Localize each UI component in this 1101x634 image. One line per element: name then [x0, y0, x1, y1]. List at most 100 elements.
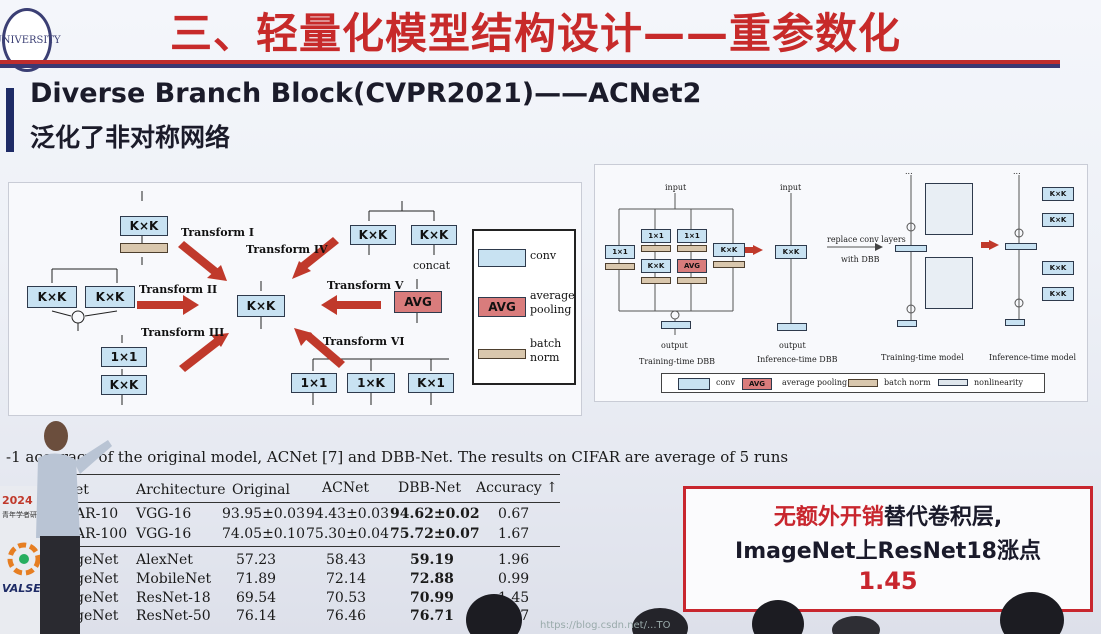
table-cell: 0.99 — [498, 571, 529, 587]
avg-pool-box: AVG — [394, 291, 442, 313]
table-cell: 70.53 — [326, 590, 366, 606]
legend-nonlin-label: nonlinearity — [974, 378, 1023, 387]
table-cell: 59.19 — [410, 552, 454, 568]
transform-label: Transform III — [141, 326, 224, 339]
legend-avg-label: average pooling — [782, 378, 847, 387]
table-cell: 76.14 — [236, 608, 276, 624]
dbb-model-diagram: input input 1×1 1×1 1×1 K×K AVG K×K K×K … — [594, 164, 1088, 402]
conv-kxk-box: K×K — [775, 245, 807, 259]
conv-kxk-center-box: K×K — [237, 295, 285, 317]
presenter-figure — [30, 418, 120, 634]
table-header: ACNet — [322, 480, 369, 496]
legend-conv-label: conv — [530, 249, 556, 262]
batch-norm-box — [120, 243, 168, 253]
conv-kxk-box: K×K — [101, 375, 147, 395]
callout-line-1: 无额外开销替代卷积层, — [686, 499, 1090, 531]
watermark: https://blog.csdn.net/...TO — [540, 620, 670, 631]
batch-norm-box — [713, 261, 745, 268]
conv-kxk-box: K×K — [411, 225, 457, 245]
concat-label: concat — [413, 259, 450, 272]
table-cell: 75.72±0.07 — [390, 526, 480, 542]
table-cell: 71.89 — [236, 571, 276, 587]
legend-bn-swatch — [478, 349, 526, 359]
table-cell: 69.54 — [236, 590, 276, 606]
table-cell: 58.43 — [326, 552, 366, 568]
conv-kxk-box: K×K — [641, 259, 671, 273]
legend-avg-label: pooling — [530, 303, 571, 316]
legend-bn-swatch — [848, 379, 878, 387]
table-header: DBB-Net — [398, 480, 461, 496]
conv-kxk-box: K×K — [713, 243, 745, 257]
slide-subtitle-2: 泛化了非对称网络 — [30, 118, 230, 154]
conv-1xk-box: 1×K — [347, 373, 395, 393]
legend-conv-label: conv — [716, 378, 735, 387]
table-cell: 1.96 — [498, 552, 529, 568]
slide-subtitle: Diverse Branch Block(CVPR2021)——ACNet2 — [30, 78, 701, 109]
callout-line-2: ImageNet上ResNet18涨点 — [686, 533, 1090, 565]
table-cell: MobileNet — [136, 571, 211, 587]
dots: ... — [1013, 167, 1021, 176]
conv-kxk-box: K×K — [1042, 261, 1074, 275]
block-conv — [897, 320, 917, 327]
table-cell: 72.14 — [326, 571, 366, 587]
table-rule — [60, 546, 560, 547]
section-marker — [6, 88, 14, 152]
slide-title: 三、轻量化模型结构设计——重参数化 — [170, 0, 901, 61]
batch-norm-box — [677, 277, 707, 284]
block-conv — [1005, 243, 1037, 250]
diagram-legend: conv AVG average pooling batch norm — [472, 229, 576, 385]
batch-norm-box — [641, 245, 671, 252]
inference-model-label: Inference-time model — [989, 353, 1076, 362]
transform-label: Transform VI — [323, 335, 405, 348]
table-cell: 57.23 — [236, 552, 276, 568]
conv-kxk-box: K×K — [1042, 287, 1074, 301]
batch-norm-box — [641, 277, 671, 284]
legend-conv-swatch — [478, 249, 526, 267]
table-cell: 1.67 — [498, 526, 529, 542]
conv-1x1-box: 1×1 — [641, 229, 671, 243]
table-header: Accuracy ↑ — [476, 480, 558, 496]
block-conv — [895, 245, 927, 252]
batch-norm-box — [605, 263, 635, 270]
dbb-block-thumb — [925, 183, 973, 235]
replace-label: with DBB — [841, 255, 880, 264]
training-dbb-label: Training-time DBB — [639, 357, 715, 366]
conv-1x1-box: 1×1 — [677, 229, 707, 243]
table-cell: VGG-16 — [136, 526, 191, 542]
table-cell: 0.67 — [498, 506, 529, 522]
table-cell: 94.43±0.03 — [306, 506, 389, 522]
conv-kxk-box: K×K — [85, 286, 135, 308]
table-caption: -1 accuracy of the original model, ACNet… — [6, 448, 788, 466]
table-cell: 94.62±0.02 — [390, 506, 480, 522]
table-header: Architecture — [136, 482, 226, 498]
legend-nonlin-swatch — [938, 379, 968, 386]
dots: ... — [905, 167, 913, 176]
table-cell: 75.30±0.04 — [306, 526, 389, 542]
table-cell: VGG-16 — [136, 506, 191, 522]
table-cell: 72.88 — [410, 571, 454, 587]
dbb-transform-diagram: K×K K×K K×K 1×1 K×K K×K K×K K×K AVG 1×1 … — [8, 182, 582, 416]
input-label: input — [780, 183, 801, 192]
table-header: Original — [232, 482, 290, 498]
table-cell: 76.71 — [410, 608, 454, 624]
output-conv — [661, 321, 691, 329]
batch-norm-box — [677, 245, 707, 252]
table-cell: 76.46 — [326, 608, 366, 624]
output-label: output — [661, 341, 688, 350]
conv-1x1-box: 1×1 — [605, 245, 635, 259]
conv-1x1-box: 1×1 — [101, 347, 147, 367]
callout-black-text: 替代卷积层, — [884, 505, 1002, 530]
conv-kxk-box: K×K — [120, 216, 168, 236]
transform-label: Transform V — [327, 279, 403, 292]
training-model-label: Training-time model — [881, 353, 964, 362]
conv-kxk-box: K×K — [350, 225, 396, 245]
table-cell: 93.95±0.03 — [222, 506, 305, 522]
conv-kxk-box: K×K — [1042, 213, 1074, 227]
table-cell: ResNet-50 — [136, 608, 211, 624]
legend-avg-swatch: AVG — [742, 378, 772, 390]
transform-label: Transform IV — [246, 243, 328, 256]
table-rule — [60, 502, 560, 503]
model-legend: conv AVG average pooling batch norm nonl… — [661, 373, 1045, 393]
avg-pool-box: AVG — [677, 259, 707, 273]
output-label: output — [779, 341, 806, 350]
